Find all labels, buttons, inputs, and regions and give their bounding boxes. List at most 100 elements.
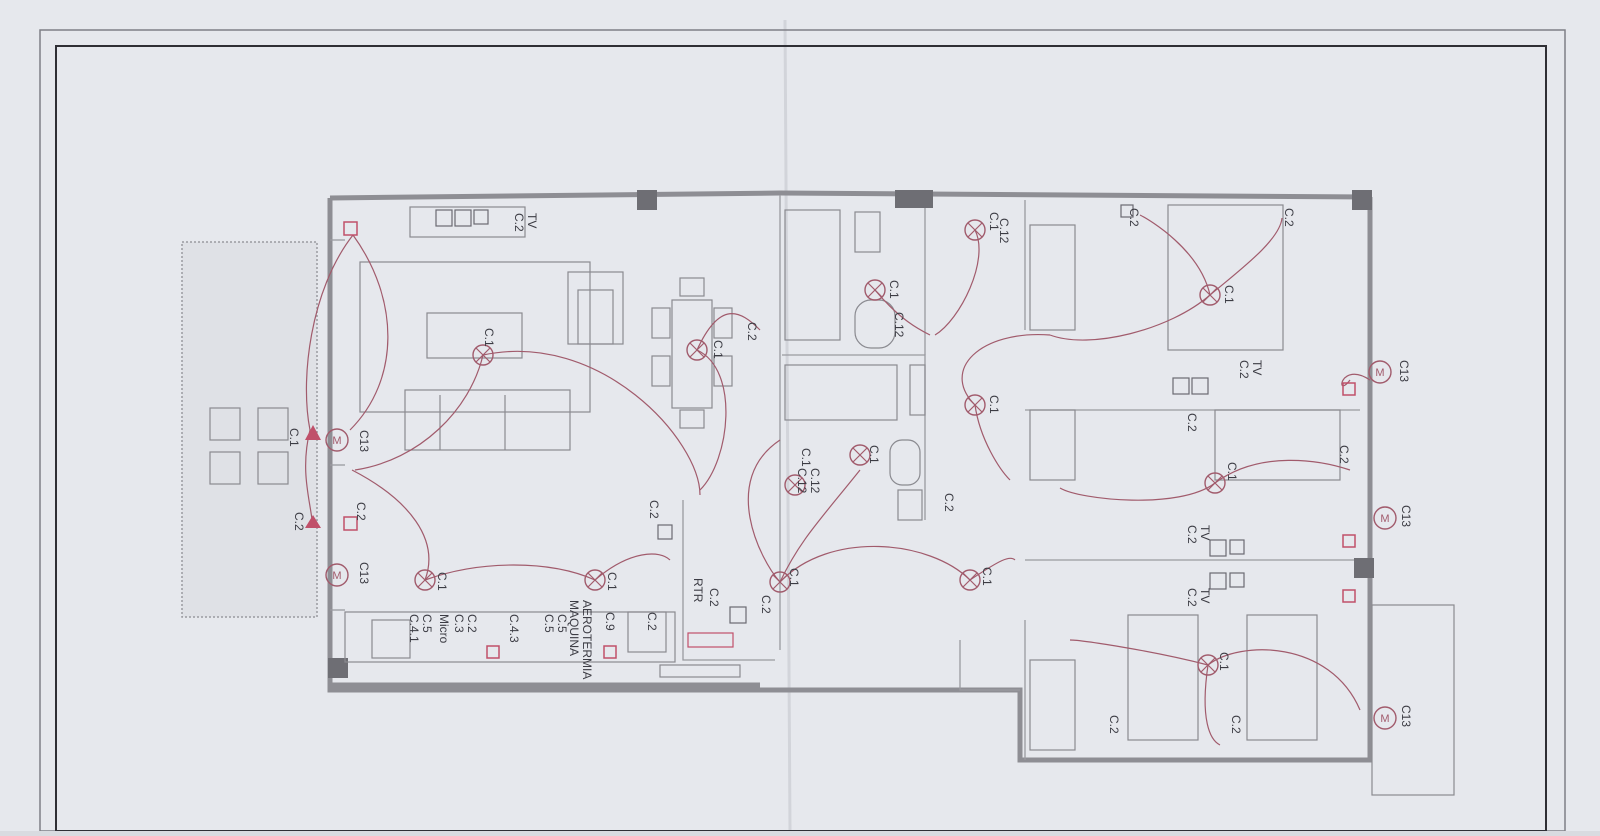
label-text-bed3-tv-1: TV: [1198, 588, 1212, 603]
light-fixture-4: [964, 394, 986, 416]
label-text-bath2-c12-0: C.12: [795, 468, 809, 494]
tv-outlet-boxes: [435, 204, 1245, 648]
label-bed1-c2b: C.2: [1282, 208, 1296, 227]
label-text-bath2-c1-0: C.1: [799, 448, 813, 467]
label-text-bed1-tv-0: C.2: [1237, 360, 1251, 379]
label-text-bath2-socket-0: C.2: [942, 493, 956, 512]
label-text-light-terrace-0: C.1: [287, 428, 301, 447]
label-text-bed1-motor-0: C13: [1397, 360, 1411, 382]
label-bed2-c2b: C.2: [1337, 445, 1351, 464]
light-fixture-7: [1197, 654, 1219, 676]
label-corridor-light: C.1: [987, 395, 1001, 414]
label-light-dining: C.1: [711, 340, 725, 359]
label-text-bath1-c12-0: C.12: [997, 218, 1011, 244]
label-kitchen-c43: C.4.3: [507, 614, 521, 643]
light-fixture-3: [964, 219, 986, 241]
label-rtr-c2: C.2: [707, 588, 721, 607]
label-text-bed1-c2b-0: C.2: [1282, 208, 1296, 227]
pillars: [328, 190, 1374, 678]
label-bath2-c1: C.1: [799, 448, 813, 467]
label-text-bath1-c12b-0: C.12: [892, 312, 906, 338]
light-fixture-12: [784, 474, 806, 496]
label-text-motor-terrace-2-0: C13: [357, 562, 371, 584]
bedroom-furniture: [1029, 204, 1455, 796]
light-fixture-10: [769, 571, 791, 593]
label-corridor-light-2: C.1: [980, 567, 994, 586]
light-fixture-13: [959, 569, 981, 591]
terrace-table: [209, 407, 289, 485]
label-bath2-light: C.1: [867, 445, 881, 464]
label-text-kitchen-c3-0: C.3: [452, 614, 466, 633]
svg-text:M: M: [1380, 513, 1389, 525]
label-text-light-dining-0: C.1: [711, 340, 725, 359]
label-light-kitchen-1: C.1: [435, 572, 449, 591]
label-text-maquina-0: MAQUINA: [567, 600, 581, 656]
label-text-light-living-0: C.1: [482, 328, 496, 347]
living-furniture: [359, 206, 624, 451]
label-bath1-c1b: C.1: [987, 212, 1001, 231]
light-fixture-5: [1199, 284, 1221, 306]
label-text-kitchen-c5-0: C.5: [542, 614, 556, 633]
label-text-tv-living-0: C.2: [512, 213, 526, 232]
label-text-bed3-c2a-0: C.2: [1107, 715, 1121, 734]
label-bath2-socket: C.2: [942, 493, 956, 512]
light-fixture-2: [864, 279, 886, 301]
svg-text:M: M: [332, 435, 341, 447]
light-fixture-1: [686, 339, 708, 361]
label-text-socket-hall-2-0: C.2: [759, 595, 773, 614]
light-fixture-0: [472, 344, 494, 366]
label-bed3-c2b: C.2: [1229, 715, 1243, 734]
svg-text:M: M: [1375, 367, 1384, 379]
bathroom-2-fixtures: [784, 364, 926, 521]
paper-fold: [783, 19, 792, 832]
light-fixture-6: [1204, 472, 1226, 494]
circuit-wiring: [305, 214, 1371, 746]
label-rtr-label: RTR: [691, 578, 705, 603]
label-text-socket-terrace-2-0: C.2: [292, 512, 306, 531]
label-bath1-light: C.1: [887, 280, 901, 299]
label-bath1-c12b: C.12: [892, 312, 906, 338]
label-bed2-motor: C13: [1399, 505, 1413, 527]
motor-symbol-3: M: [1373, 506, 1397, 530]
label-kitchen-micro: Micro: [437, 614, 451, 644]
label-text-light-kitchen-1-0: C.1: [435, 572, 449, 591]
label-text-corridor-light-0: C.1: [987, 395, 1001, 414]
label-text-bed3-tv-0: C.2: [1185, 588, 1199, 607]
label-text-socket-hall-0: C.2: [647, 500, 661, 519]
motor-symbol-2: M: [1368, 360, 1392, 384]
label-text-bed1-tv-1: TV: [1250, 360, 1264, 375]
label-text-bed2-light-0: C.1: [1225, 462, 1239, 481]
label-socket-terrace-2: C.2: [292, 512, 306, 531]
dining-table: [651, 277, 733, 429]
label-light-terrace: C.1: [287, 428, 301, 447]
light-fixture-9: [584, 569, 606, 591]
motor-symbol-0: M: [325, 428, 349, 452]
label-socket-dining: C.2: [745, 322, 759, 341]
label-bed3-motor: C13: [1399, 705, 1413, 727]
label-bed3-light: C.1: [1217, 652, 1231, 671]
terrace-area: [181, 241, 318, 618]
label-text-bath1-c1b-0: C.1: [987, 212, 1001, 231]
svg-text:M: M: [1380, 713, 1389, 725]
label-text-bed2-tv-0: C.2: [1185, 525, 1199, 544]
label-text-bed3-light-0: C.1: [1217, 652, 1231, 671]
svg-text:M: M: [332, 570, 341, 582]
label-bath1-c12: C.12: [997, 218, 1011, 244]
label-text-socket-dining-0: C.2: [745, 322, 759, 341]
label-text-kitchen-c43-0: C.4.3: [507, 614, 521, 643]
label-text-bed1-c2a-0: C.2: [1127, 208, 1141, 227]
label-bed2-c2: C.2: [1185, 413, 1199, 432]
kitchen-counter: [344, 611, 741, 678]
label-kitchen-c9: C.9: [603, 612, 617, 631]
label-text-maquina-1: AEROTERMIA: [580, 600, 594, 679]
light-fixtures: [414, 219, 1226, 676]
label-text-bed3-c2b-0: C.2: [1229, 715, 1243, 734]
label-bed1-motor: C13: [1397, 360, 1411, 382]
label-text-bath2-light-0: C.1: [867, 445, 881, 464]
label-text-bed2-tv-1: TV: [1198, 525, 1212, 540]
